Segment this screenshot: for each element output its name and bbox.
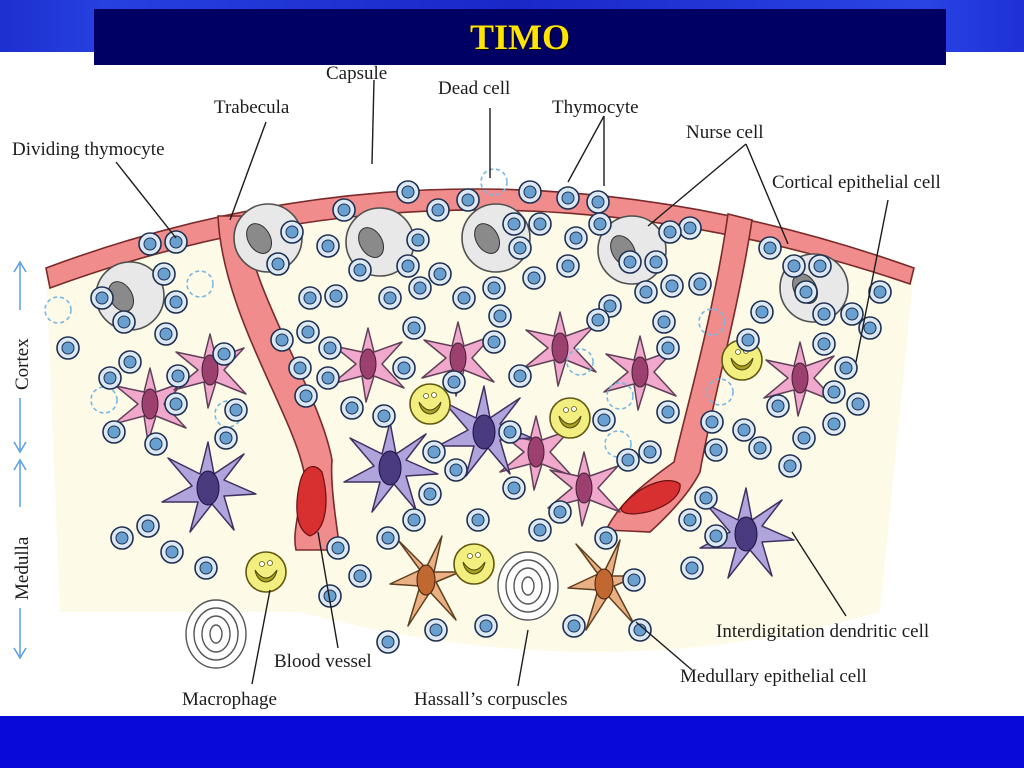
label-dividing-thymocyte: Dividing thymocyte — [12, 139, 165, 160]
label-cortical-epithelial-cell: Cortical epithelial cell — [772, 172, 941, 193]
thymus-diagram: Capsule Dead cell Trabecula Thymocyte Nu… — [12, 63, 941, 710]
label-interdigitating-dendritic-cell: Interdigitation dendritic cell — [716, 621, 929, 642]
label-medullary-epithelial-cell: Medullary epithelial cell — [680, 666, 867, 687]
slide-title-bar: TIMO — [94, 9, 946, 65]
leader-lines — [115, 79, 889, 687]
slide-bottom-band — [0, 716, 1024, 768]
region-label-cortex: Cortex — [12, 338, 33, 390]
label-blood-vessel: Blood vessel — [274, 651, 372, 672]
label-hassalls-corpuscles: Hassall’s corpuscles — [414, 689, 568, 710]
blood-vessel-right — [620, 480, 681, 515]
label-thymocyte: Thymocyte — [552, 97, 639, 118]
label-dead-cell: Dead cell — [438, 78, 510, 99]
label-capsule: Capsule — [326, 63, 387, 84]
label-macrophage: Macrophage — [182, 689, 277, 710]
label-trabecula: Trabecula — [214, 97, 290, 118]
blood-vessel-left — [296, 465, 327, 537]
slide-title: TIMO — [469, 17, 570, 57]
region-label-medulla: Medulla — [12, 536, 33, 600]
label-nurse-cell: Nurse cell — [686, 122, 764, 143]
region-arrows — [13, 260, 27, 660]
